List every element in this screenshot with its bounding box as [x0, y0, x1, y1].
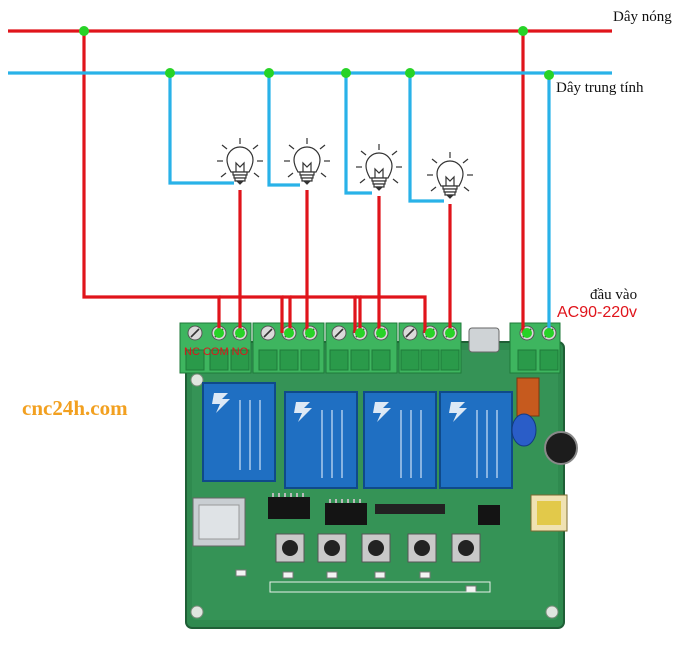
capacitor: [544, 431, 578, 465]
ic-2: [325, 503, 367, 525]
watermark: cnc24h.com: [22, 396, 128, 420]
varistor: [511, 413, 537, 447]
ic-1: [268, 497, 310, 519]
relay-board: [179, 322, 578, 629]
neutral-wires: [8, 71, 612, 333]
relays: [202, 382, 513, 489]
input-label: đầu vào: [590, 287, 638, 303]
light-bulb-icon: [355, 143, 403, 191]
terminal-label: NC COM NO: [184, 346, 249, 358]
hot-wire-label: Dây nóng: [613, 9, 672, 25]
fuse: [516, 377, 540, 417]
push-buttons: [275, 533, 481, 563]
light-bulb-icon: [283, 137, 331, 185]
ic-3: [478, 505, 500, 525]
light-bulb-icon: [216, 137, 264, 185]
voltage-label: AC90-220v: [557, 304, 638, 321]
wire-junctions: [79, 26, 554, 338]
pin-header: [375, 504, 445, 514]
usb-port: [468, 327, 500, 353]
hot-wires: [8, 29, 612, 333]
light-bulb-icon: [426, 151, 474, 199]
neutral-wire-label: Dây trung tính: [556, 80, 644, 96]
